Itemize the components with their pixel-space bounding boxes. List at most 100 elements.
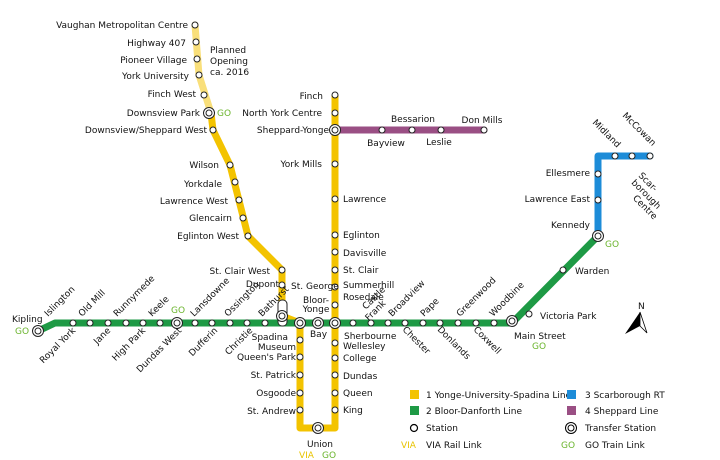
station-marker-st-patrick xyxy=(296,371,304,379)
label-summerhill: Summerhill xyxy=(343,281,394,291)
station-marker-ossington xyxy=(226,319,234,327)
station-labels: Vaughan Metropolitan Centre Highway 407 … xyxy=(12,21,662,450)
label-queens-park: Queen's Park xyxy=(237,353,297,363)
label-museum: Museum xyxy=(258,343,296,353)
north-arrow-icon: N xyxy=(625,302,648,334)
label-st-george: St. George xyxy=(291,282,339,292)
station-marker-chester xyxy=(401,319,409,327)
label-pape: Pape xyxy=(419,296,442,319)
label-lawrence-west: Lawrence West xyxy=(160,197,229,207)
label-warden: Warden xyxy=(575,267,609,277)
legend-via-symbol: VIA xyxy=(401,441,417,451)
station-marker-mccowan xyxy=(628,152,636,160)
station-marker-king xyxy=(331,406,339,414)
label-kipling: Kipling xyxy=(12,315,43,325)
station-marker-leslie xyxy=(437,126,445,134)
station-marker-osgoode xyxy=(296,389,304,397)
transfer-marker-main-street xyxy=(506,315,518,327)
label-victoria-park: Victoria Park xyxy=(540,312,597,322)
label-st-clair: St. Clair xyxy=(343,266,379,276)
station-marker-jane xyxy=(104,319,112,327)
label-eglinton: Eglinton xyxy=(343,231,380,241)
transfer-marker-sheppard-yonge xyxy=(329,124,341,136)
go-mark-main-street: GO xyxy=(532,342,546,352)
label-islington: Islington xyxy=(43,285,77,319)
label-wellesley: Wellesley xyxy=(343,342,386,352)
station-marker-finch xyxy=(331,91,339,99)
station-marker-eglinton xyxy=(331,231,339,239)
station-marker-lawrence-west xyxy=(235,196,243,204)
label-yonge: Yonge xyxy=(302,305,330,315)
go-mark-dundas-west: GO xyxy=(171,306,185,316)
station-marker-midland xyxy=(611,152,619,160)
label-rosedale: Rosedale xyxy=(343,293,384,303)
label-downsview: Downsview/Sheppard West xyxy=(85,126,208,136)
station-marker-dundas xyxy=(331,371,339,379)
station-marker-woodbine xyxy=(490,319,498,327)
station-marker-high-park xyxy=(139,319,147,327)
label-highway407: Highway 407 xyxy=(127,39,186,49)
label-spadina: Spadina xyxy=(252,333,288,343)
transfer-marker-bay xyxy=(312,317,324,329)
label-kennedy: Kennedy xyxy=(551,221,591,231)
label-main-street: Main Street xyxy=(514,332,566,342)
transfer-marker-union xyxy=(312,422,324,434)
label-glencairn: Glencairn xyxy=(189,214,232,224)
label-finch-west: Finch West xyxy=(148,90,197,100)
transfer-marker-dundas-west xyxy=(171,317,183,329)
station-marker-wellesley xyxy=(331,339,339,347)
transfer-marker-st-george xyxy=(276,310,288,322)
label-lawrence-east: Lawrence East xyxy=(525,195,591,205)
station-marker-keele xyxy=(156,319,164,327)
label-keele: Keele xyxy=(147,294,172,319)
transfer-marker-downsview-park xyxy=(203,107,215,119)
legend-line2-swatch xyxy=(410,406,419,415)
transfer-marker-kennedy xyxy=(592,230,604,242)
station-marker-queen xyxy=(331,389,339,397)
station-marker-york-u xyxy=(195,71,203,79)
station-marker-north-york-centre xyxy=(331,109,339,117)
legend: 1 Yonge-University-Spadina Line 2 Bloor-… xyxy=(401,390,665,451)
label-pioneer: Pioneer Village xyxy=(120,56,187,66)
station-marker-bathurst xyxy=(261,319,269,327)
station-marker-broadview xyxy=(384,319,392,327)
station-marker-vaughan xyxy=(191,21,199,29)
station-marker-pape xyxy=(419,319,427,327)
station-marker-runnymede xyxy=(122,319,130,327)
label-davisville: Davisville xyxy=(343,249,387,259)
station-marker-victoria-park xyxy=(525,310,533,318)
label-chester: Chester xyxy=(400,325,432,357)
station-marker-yorkdale xyxy=(231,178,239,186)
legend-line3-label: 3 Scarborough RT xyxy=(585,391,665,401)
label-bay: Bay xyxy=(310,330,328,340)
legend-transfer-label: Transfer Station xyxy=(584,424,656,434)
station-marker-st-clair-west xyxy=(278,266,286,274)
transfer-marker-spadina xyxy=(294,317,306,329)
go-mark-kipling: GO xyxy=(15,327,29,337)
planned-note-line-3: ca. 2016 xyxy=(210,68,249,78)
label-st-clair-west: St. Clair West xyxy=(210,267,271,277)
label-ellesmere: Ellesmere xyxy=(546,169,591,179)
station-marker-ellesmere xyxy=(594,170,602,178)
label-sherbourne: Sherbourne xyxy=(344,332,397,342)
station-marker-lawrence-east xyxy=(594,196,602,204)
label-college: College xyxy=(343,354,377,364)
station-marker-christie xyxy=(243,319,251,327)
station-marker-st-clair xyxy=(331,266,339,274)
legend-go-symbol: GO xyxy=(561,441,575,451)
label-union: Union xyxy=(307,440,333,450)
legend-line3-swatch xyxy=(567,390,576,399)
label-yorkdale: Yorkdale xyxy=(183,180,222,190)
station-marker-eglinton-west xyxy=(244,232,252,240)
station-marker-old-mill xyxy=(86,319,94,327)
station-marker-finch-west xyxy=(200,91,208,99)
label-midland: Midland xyxy=(590,118,622,150)
legend-station-label: Station xyxy=(426,424,458,434)
legend-go-label: GO Train Link xyxy=(585,441,646,451)
label-jane: Jane xyxy=(92,326,114,348)
label-st-andrew: St. Andrew xyxy=(247,407,296,417)
transfer-marker-bloor-yonge xyxy=(329,317,341,329)
station-marker-scarborough-centre xyxy=(646,152,654,160)
label-vaughan: Vaughan Metropolitan Centre xyxy=(56,21,188,31)
station-marker-rosedale xyxy=(331,301,339,309)
